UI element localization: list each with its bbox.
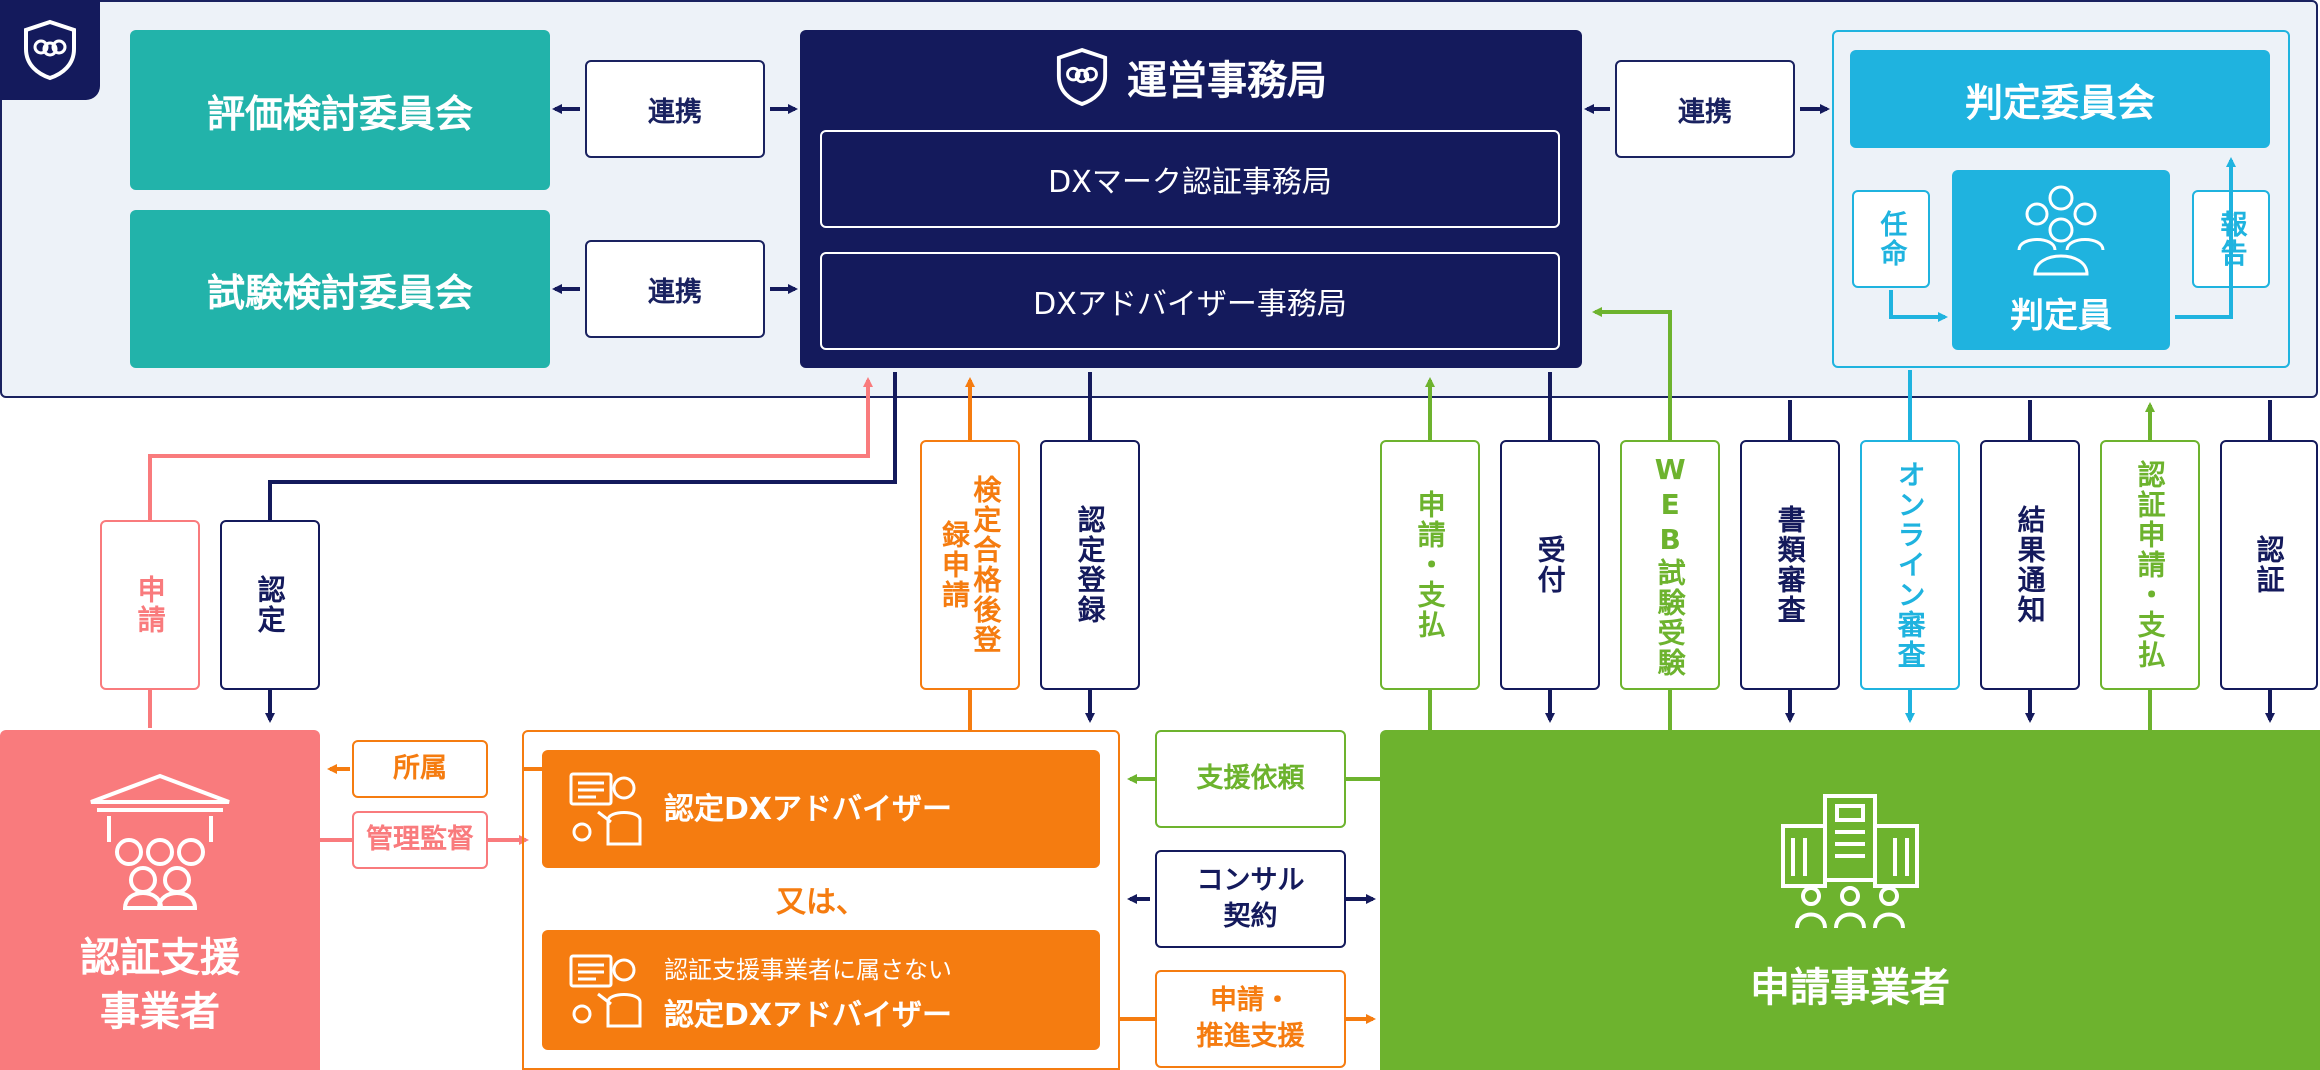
flow-cert-register: 認定登録 — [1040, 440, 1140, 690]
flow-web-exam: WEB試験受験 — [1620, 440, 1720, 690]
applicant-business: 申請事業者 — [1380, 730, 2320, 1070]
link-box-2: 連携 — [585, 240, 765, 338]
belong-box: 所属 — [352, 740, 488, 798]
office-header: 運営事務局 — [800, 42, 1582, 112]
exam-committee: 試験検討委員会 — [130, 210, 550, 368]
advisor-1-box: 認定DXアドバイザー — [542, 750, 1100, 868]
flow-doc-review: 書類審査 — [1740, 440, 1840, 690]
group-icon — [2017, 185, 2105, 276]
dx-mark-office: DXマーク認証事務局 — [820, 130, 1560, 228]
support-business-label: 認証支援 事業者 — [80, 935, 240, 1035]
bank-group-icon — [90, 773, 230, 910]
dx-advisor-office: DXアドバイザー事務局 — [820, 252, 1560, 350]
advisors-frame — [522, 730, 1120, 1070]
presenter-icon — [569, 772, 642, 846]
applicant-label: 申請事業者 — [1750, 965, 1950, 1011]
flow-accept: 受付 — [1500, 440, 1600, 690]
flow-result-notice: 結果通知 — [1980, 440, 2080, 690]
support-request-box: 支援依頼 — [1155, 730, 1346, 828]
flow-exam-pass-register: 検定合格後登録申請 — [920, 440, 1020, 690]
flow-certify: 認定 — [220, 520, 320, 690]
judgement-committee-frame — [1832, 30, 2290, 368]
advisor-2-box: 認証支援事業者に属さない 認定DXアドバイザー — [542, 930, 1100, 1050]
logo-box — [0, 0, 100, 100]
flow-apply-pink: 申請 — [100, 520, 200, 690]
advisor-1-label: 認定DXアドバイザー — [664, 792, 953, 827]
building-icon — [1781, 794, 1919, 929]
link-box-1: 連携 — [585, 60, 765, 158]
judgement-committee: 判定委員会 — [1850, 50, 2270, 148]
evaluation-committee: 評価検討委員会 — [130, 30, 550, 190]
operating-office: 運営事務局 DXマーク認証事務局 DXアドバイザー事務局 — [800, 30, 1582, 368]
flow-online-review: オンライン審査 — [1860, 440, 1960, 690]
advisor-2-label: 認定DXアドバイザー — [664, 998, 953, 1033]
appoint-box: 任命 — [1852, 190, 1930, 288]
link-box-3: 連携 — [1615, 60, 1795, 158]
apply-support-box: 申請・ 推進支援 — [1155, 970, 1346, 1068]
supervise-box: 管理監督 — [352, 811, 488, 869]
support-business: 認証支援 事業者 — [0, 730, 320, 1070]
flow-cert-apply-pay: 認証申請・支払 — [2100, 440, 2200, 690]
judges-box: 判定員 — [1952, 170, 2170, 350]
office-title: 運営事務局 — [1127, 58, 1327, 104]
flow-certification: 認証 — [2220, 440, 2318, 690]
consulting-box: コンサル 契約 — [1155, 850, 1346, 948]
shield-logo-icon — [1056, 47, 1108, 107]
advisor-2-sublabel: 認証支援事業者に属さない — [664, 956, 952, 984]
presenter-icon — [569, 954, 642, 1028]
or-label: 又は、 — [776, 885, 866, 920]
shield-logo-icon — [24, 19, 76, 81]
flow-apply-pay: 申請・支払 — [1380, 440, 1480, 690]
judges-label: 判定員 — [2010, 295, 2112, 336]
